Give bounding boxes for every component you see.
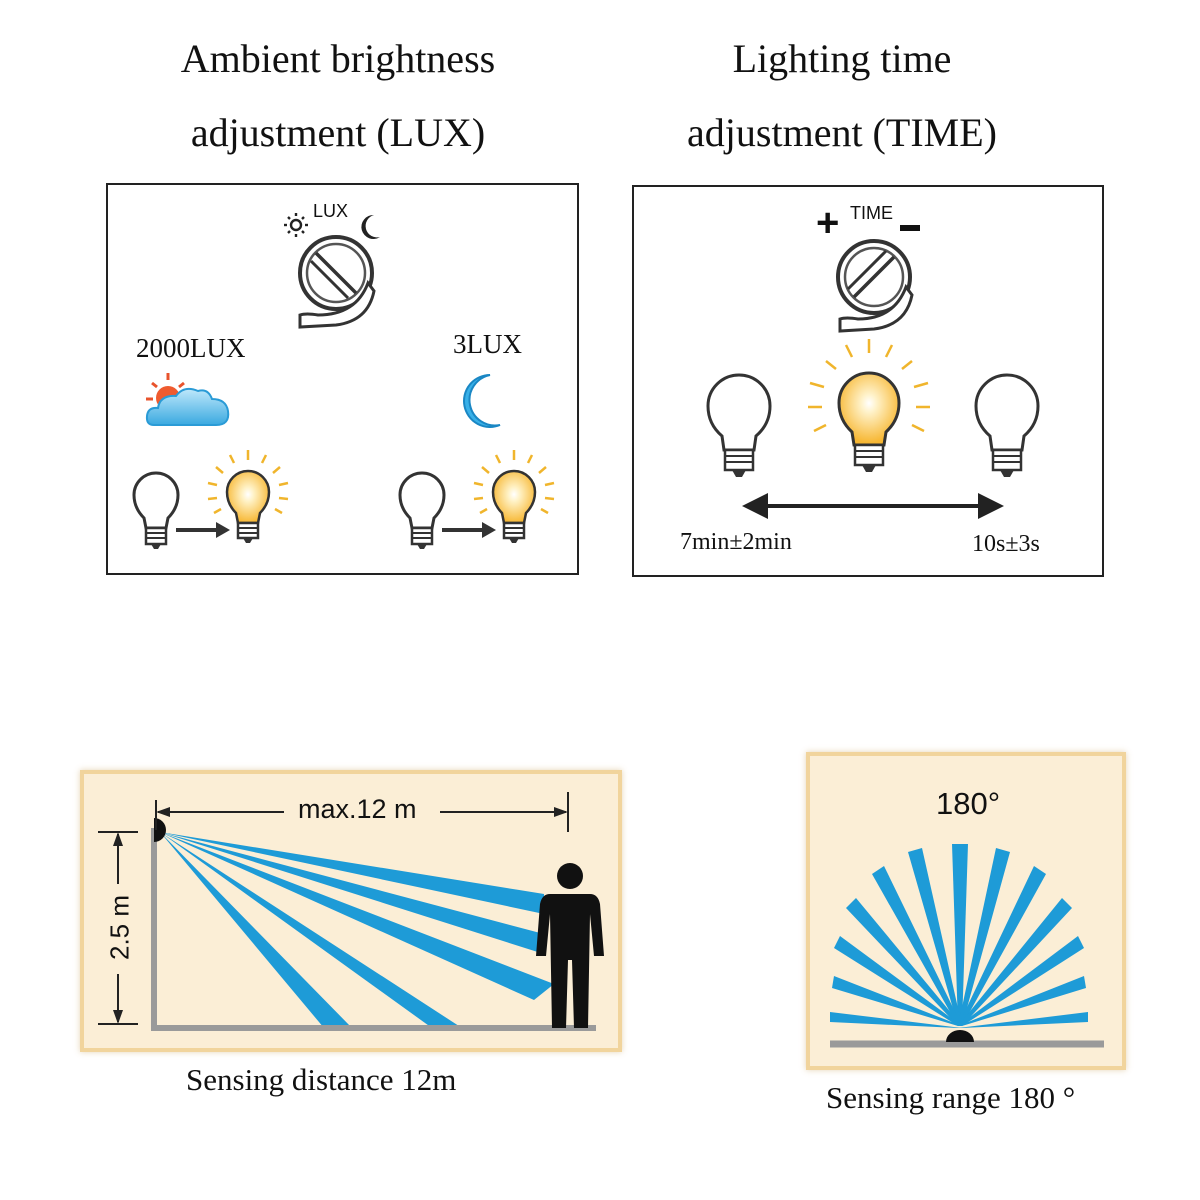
minus-icon [900, 225, 920, 231]
time-right-label: 10s±3s [972, 531, 1040, 557]
lux-panel: LUX 2000LUX 3LUX [106, 183, 579, 575]
lux-title-line2: adjustment (LUX) [190, 110, 486, 155]
lux-right-label: 3LUX [453, 329, 522, 359]
time-title-line1: Lighting time [732, 36, 952, 81]
sensor-fan-beams [830, 844, 1088, 1028]
distance-panel: max.12 m 2.5 m [80, 770, 622, 1052]
time-title-line2: adjustment (TIME) [687, 110, 997, 155]
sensor-beams [160, 832, 554, 1028]
lux-title-line1: Ambient brightness [180, 36, 496, 81]
lux-bulb-on-left [207, 450, 289, 543]
sensor-dome-icon [946, 1030, 974, 1042]
time-title: Lighting time adjustment (TIME) [632, 22, 1052, 170]
distance-diagram [98, 792, 604, 1031]
lux-bulb-off-right [398, 471, 446, 549]
lux-title: Ambient brightness adjustment (LUX) [108, 22, 568, 170]
knob-dial [298, 235, 376, 329]
time-bulb-off-left [706, 373, 772, 477]
range-angle-label: 180° [936, 786, 1001, 821]
range-diagram [830, 844, 1104, 1048]
lux-bulb-on-right [473, 450, 555, 543]
distance-side-label: 2.5 m [104, 894, 135, 961]
range-panel: 180° [806, 752, 1126, 1070]
arrow-right-icon [176, 522, 230, 538]
person-icon [536, 863, 604, 1028]
lux-knob-label: LUX [313, 201, 349, 221]
time-knob-label: TIME [850, 203, 893, 223]
lux-left-label: 2000LUX [136, 333, 246, 363]
range-caption: Sensing range 180 ° [826, 1080, 1076, 1115]
moon-small-icon [361, 214, 380, 239]
time-panel: + TIME [632, 185, 1104, 577]
double-arrow-icon [742, 493, 1004, 519]
sun-small-icon [284, 213, 308, 237]
distance-top-label: max.12 m [292, 794, 423, 825]
time-knob [836, 225, 920, 333]
time-bulb-on [808, 339, 930, 472]
moon-blue-icon [463, 374, 501, 428]
time-left-label: 7min±2min [680, 529, 792, 555]
arrow-right-icon [442, 522, 496, 538]
sun-cloud-icon [145, 373, 230, 426]
plus-icon: + [816, 201, 840, 245]
distance-caption: Sensing distance 12m [186, 1062, 457, 1097]
lux-knob [284, 213, 380, 329]
time-bulb-off-right [974, 373, 1040, 477]
lux-bulb-off-left [132, 471, 180, 549]
